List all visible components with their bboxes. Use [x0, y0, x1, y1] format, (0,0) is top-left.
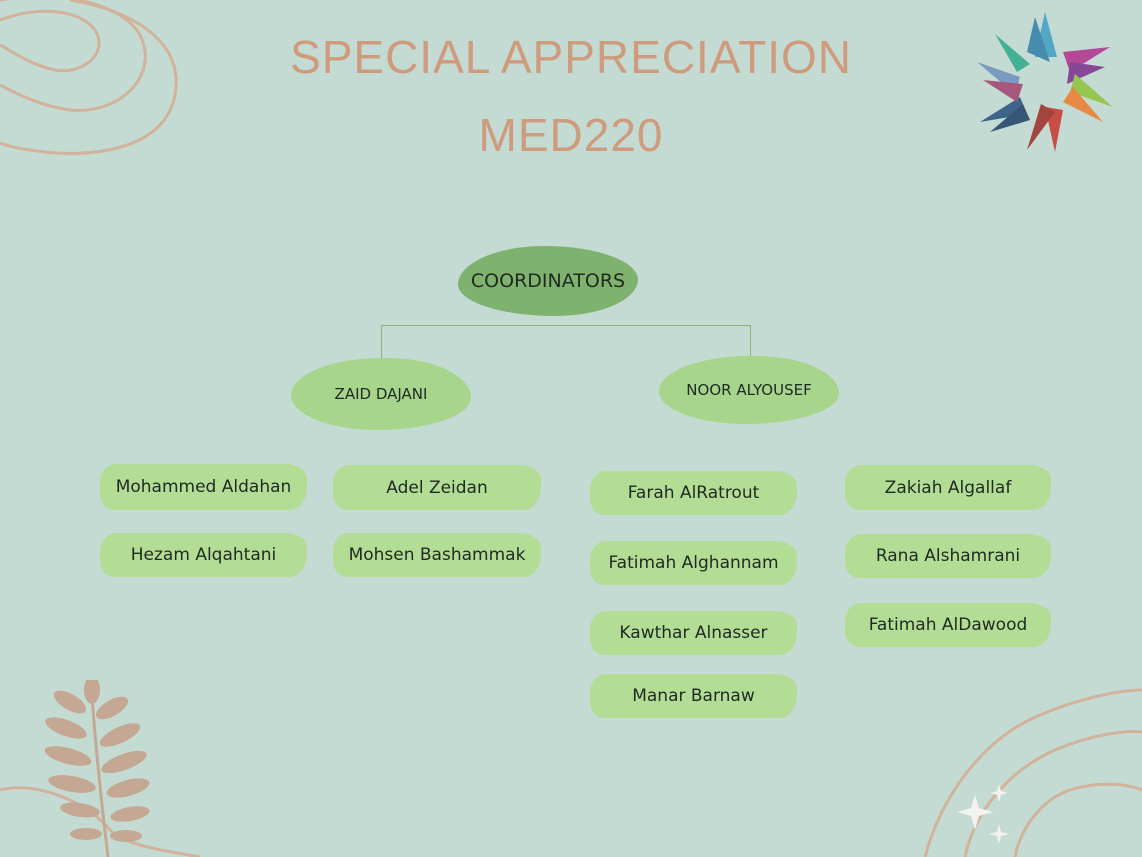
member-node: Fatimah AlDawood — [845, 603, 1051, 647]
connector-line — [750, 325, 751, 358]
contour-lines-decoration — [923, 688, 1142, 857]
member-node: Kawthar Alnasser — [590, 611, 797, 655]
lead-node-zaid-dajani: ZAID DAJANI — [291, 358, 471, 430]
contour-lines-decoration — [0, 0, 178, 155]
member-node: Mohsen Bashammak — [333, 533, 541, 577]
member-node: Zakiah Algallaf — [845, 465, 1051, 510]
sparkle-icon — [957, 784, 1009, 844]
member-node: Manar Barnaw — [590, 674, 797, 718]
connector-line — [381, 325, 382, 360]
member-node: Fatimah Alghannam — [590, 541, 797, 585]
lead-node-noor-alyousef: NOOR ALYOUSEF — [659, 356, 839, 424]
leaf-branch-decoration — [0, 680, 201, 857]
member-node: Adel Zeidan — [333, 465, 541, 510]
star-logo — [977, 12, 1113, 152]
member-node: Rana Alshamrani — [845, 534, 1051, 578]
coordinators-node: COORDINATORS — [458, 246, 638, 316]
connector-line — [381, 325, 751, 326]
member-node: Mohammed Aldahan — [100, 464, 307, 510]
member-node: Hezam Alqahtani — [100, 533, 307, 577]
member-node: Farah AlRatrout — [590, 471, 797, 515]
page-title-line2: MED220 — [478, 109, 664, 161]
page-title-line1: SPECIAL APPRECIATION — [290, 31, 852, 83]
